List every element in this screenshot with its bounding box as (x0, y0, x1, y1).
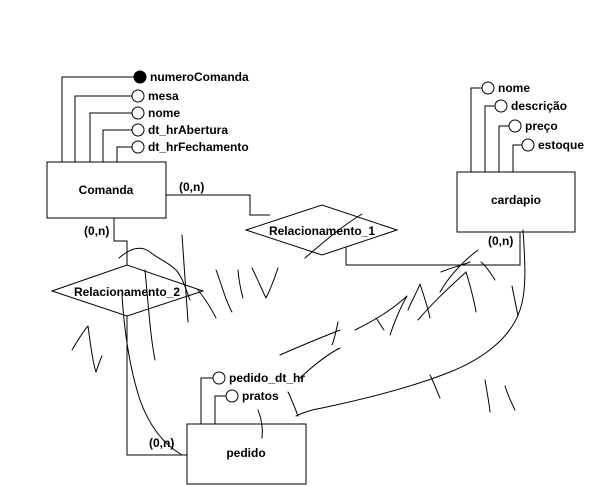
line-comanda-rel2 (113, 218, 128, 265)
attribute-icon (131, 106, 145, 120)
connector-pedido-dt-hr (200, 377, 219, 424)
entity-label-pedido: pedido (226, 446, 265, 460)
attribute-icon (225, 389, 239, 403)
cardinality-label: (0,n) (179, 180, 204, 194)
attribute-label: nome (498, 81, 530, 95)
attribute-label: preço (525, 119, 558, 133)
attribute-icon (521, 138, 535, 152)
relationship-1[interactable] (244, 204, 399, 256)
freehand-scribbles (71, 213, 526, 456)
entity-cardapio[interactable] (456, 171, 576, 233)
line-rel2-pedido (126, 316, 187, 456)
relationship-2[interactable] (50, 264, 205, 317)
attribute-icon (508, 119, 522, 133)
attribute-label: nome (148, 106, 180, 120)
attribute-icon (131, 89, 145, 103)
relationship-label-2: Relacionamento_2 (74, 285, 180, 299)
entity-label-cardapio: cardapio (491, 193, 541, 207)
cardinality-label: (0,n) (149, 436, 174, 450)
attribute-label: pedido_dt_hr (229, 371, 305, 385)
attribute-label: numeroComanda (150, 70, 249, 84)
attribute-label: pratos (242, 389, 279, 403)
cardinality-label: (0,n) (488, 234, 513, 248)
connector-mesa (74, 95, 138, 162)
connector-dt-hrAbertura (102, 129, 138, 162)
attribute-icon (494, 99, 508, 113)
attribute-label: estoque (538, 138, 584, 152)
entity-comanda[interactable] (46, 161, 167, 219)
connector-nome (89, 112, 138, 162)
connector-dt-hrFechamento (116, 146, 138, 162)
attribute-icon (481, 81, 495, 95)
key-attribute-icon (133, 70, 147, 84)
attribute-label: dt_hrFechamento (148, 140, 249, 154)
line-comanda-rel1 (166, 194, 270, 216)
attribute-icon (131, 123, 145, 137)
relationship-label-1: Relacionamento_1 (269, 224, 375, 238)
line-rel1-cardapio (345, 232, 521, 266)
attribute-label: mesa (148, 89, 179, 103)
connector-numeroComanda (61, 76, 138, 162)
attribute-label: dt_hrAbertura (148, 123, 228, 137)
attribute-label: descrição (511, 99, 567, 113)
entity-label-comanda: Comanda (79, 183, 134, 197)
attribute-icon (131, 140, 145, 154)
cardinality-label: (0,n) (84, 224, 109, 238)
entity-pedido[interactable] (186, 423, 307, 485)
attribute-icon (212, 371, 226, 385)
